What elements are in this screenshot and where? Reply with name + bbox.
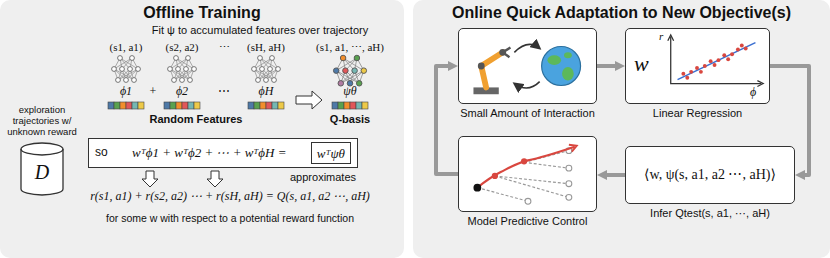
step-caption: Model Predictive Control [468,215,588,228]
input-sequence: (s1, a1, ⋯, aH) [316,41,384,54]
weight-symbol: w [634,51,649,76]
input-tuple: (s1, a1) [110,41,143,54]
feature-symbol: ϕH [259,85,274,99]
step-caption: Infer Qtest(s, a1, ⋯, aH) [650,207,770,220]
axis-label: r [659,30,663,43]
so-word: so [95,146,108,160]
q-basis-box: wᵀψθ [311,142,351,164]
dataset-node: exploration trajectories w/ unknown rewa… [20,142,64,196]
group-label: Random Features [150,113,243,126]
feature-symbol: ϕ2 [176,85,188,99]
flow-arrow [604,173,625,177]
equation-box: so wᵀϕ1 + wᵀϕ2 + ⋯ + wᵀϕH = wᵀψθ [88,138,358,168]
feature-sum: wᵀϕ1 + wᵀϕ2 + ⋯ + wᵀϕH = [132,146,287,161]
panel-title: Offline Training [143,4,260,22]
q-basis-term: wᵀψθ [317,146,345,161]
process-box: Small Amount of Interaction [458,28,597,104]
trajectory-tree [459,137,596,211]
reward-equation: r(s1, a1) + r(s2, a2) ⋯ + r(sH, aH) = Q(… [90,190,370,204]
footnote: for some w with respect to a potential r… [106,212,354,224]
process-box: Model Predictive Control [458,136,597,212]
step-caption: Linear Regression [653,107,742,120]
ellipsis: ⋯ [218,85,230,99]
input-tuple: (sH, aH) [247,41,285,54]
feature-symbol: ϕ1 [120,85,132,99]
flow-arrow [436,66,458,174]
q-formula: ⟨w, ψ(s, a1, a2 ⋯, aH)⟩ [644,167,776,183]
process-box: ⟨w, ψ(s, a1, a2 ⋯, aH)⟩Infer Qtest(s, a1… [625,146,795,204]
robot-world-icon [459,29,596,103]
dataset-caption: exploration trajectories w/ unknown rewa… [0,105,84,138]
fit-note: Fit ψ to accumulated features over traje… [152,24,368,37]
dataset-symbol: D [35,161,49,184]
panel-title: Online Quick Adaptation to New Objective… [452,4,791,22]
axis-label: ϕ [750,86,756,100]
ellipsis: ⋯ [219,41,230,54]
group-label: Q-basis [330,113,370,126]
flow-arrow [597,64,618,68]
input-tuple: (s2, a2) [166,41,199,54]
process-box: Linear Regressionwrϕ [625,28,770,104]
plus-sign: + [150,85,157,99]
basis-symbol: ψθ [343,85,356,99]
relation-word: approximates [290,171,356,184]
step-caption: Small Amount of Interaction [460,107,595,120]
panel-region: Online Quick Adaptation to New Objective… [413,0,830,258]
